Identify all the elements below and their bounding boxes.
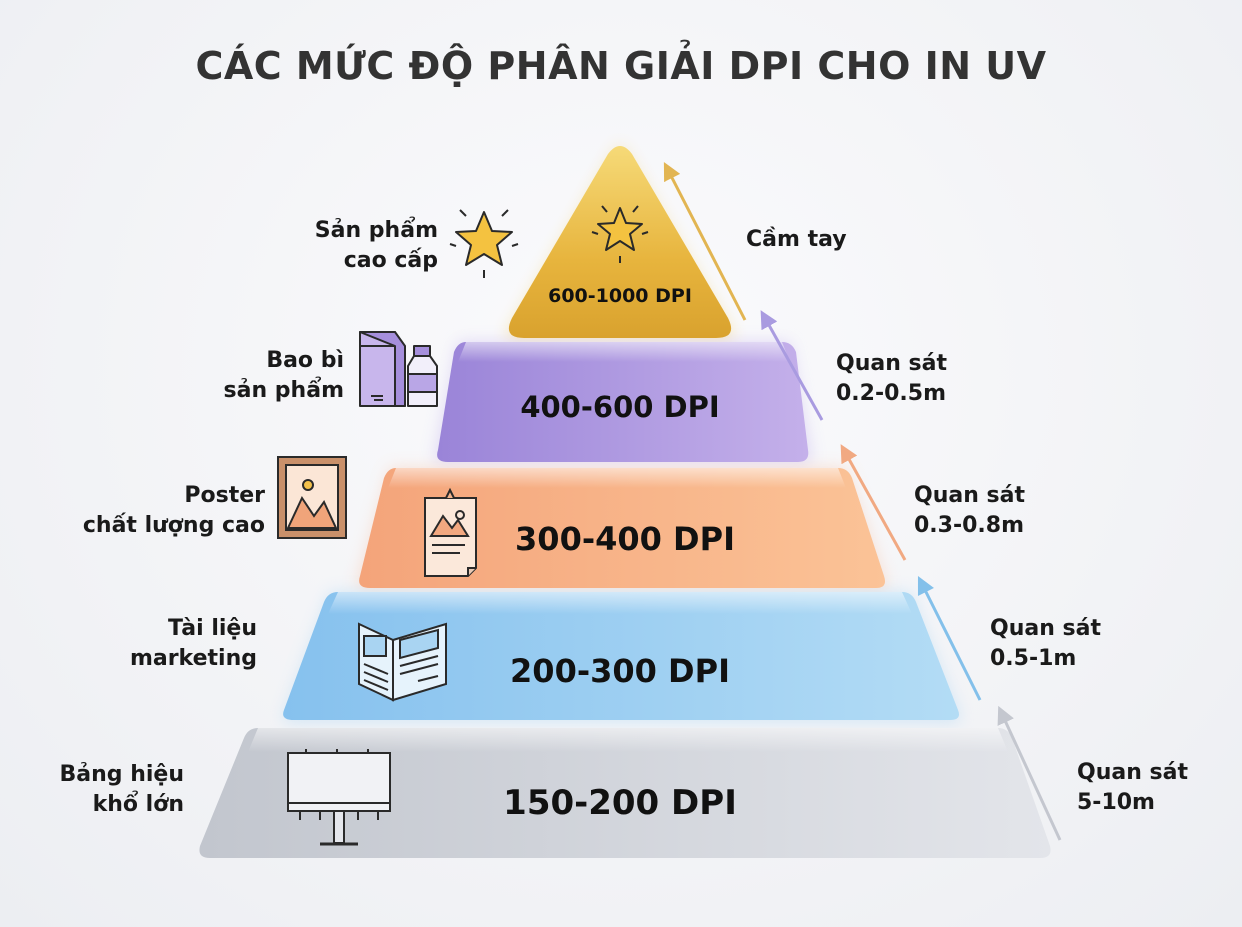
use-case-line: khổ lớn [92,792,184,817]
use-case-line: chất lượng cao [82,513,265,538]
use-case-line: marketing [129,646,257,671]
tier-300-400 [359,468,886,588]
dpi-label-tier-5: 150-200 DPI [503,783,737,823]
poster-frame-icon [277,456,347,539]
use-case-line: cao cấp [343,248,438,273]
tier-150-200 [199,728,1051,858]
dpi-label-tier-2: 400-600 DPI [520,390,720,424]
use-case-line: Bảng hiệu [59,762,184,787]
use-case-line: Poster [184,483,265,508]
tier-200-300 [283,592,960,720]
use-case-tier-2: Bao bì sản phẩm [224,346,344,406]
billboard-icon [287,749,391,846]
packaging-icon [359,331,438,407]
poster-icon [424,487,477,577]
distance-line: Quan sát [836,351,947,376]
dpi-label-tier-1: 600-1000 DPI [548,285,692,307]
dpi-label-tier-4: 200-300 DPI [510,652,730,690]
distance-line: 0.3-0.8m [914,513,1024,538]
distance-line: Quan sát [990,616,1101,641]
use-case-line: Tài liệu [168,616,257,641]
brochure-icon [358,622,447,702]
distance-line: 0.5-1m [990,646,1077,671]
star-icon [449,209,519,278]
distance-arrows [663,161,1062,841]
use-case-line: Sản phẩm [314,218,438,243]
use-case-tier-5: Bảng hiệu khổ lớn [60,760,184,820]
star-icon [591,205,649,263]
use-case-line: sản phẩm [223,378,344,403]
distance-tier-3: Quan sát 0.3-0.8m [914,481,1025,541]
page-title: CÁC MỨC ĐỘ PHÂN GIẢI DPI CHO IN UV [195,44,1047,88]
use-case-tier-4: Tài liệu marketing [130,614,257,674]
distance-line: Quan sát [914,483,1025,508]
distance-tier-4: Quan sát 0.5-1m [990,614,1101,674]
tier-400-600 [437,342,809,462]
distance-tier-1: Cầm tay [746,225,847,255]
use-case-tier-3: Poster chất lượng cao [83,481,265,541]
distance-line: 0.2-0.5m [836,381,946,406]
dpi-label-tier-3: 300-400 DPI [515,520,735,558]
use-case-tier-1: Sản phẩm cao cấp [315,216,438,276]
distance-line: 5-10m [1077,790,1155,815]
use-case-line: Bao bì [266,348,344,373]
distance-tier-2: Quan sát 0.2-0.5m [836,349,947,409]
distance-line: Quan sát [1077,760,1188,785]
distance-line: Cầm tay [746,227,847,252]
distance-tier-5: Quan sát 5-10m [1077,758,1188,818]
